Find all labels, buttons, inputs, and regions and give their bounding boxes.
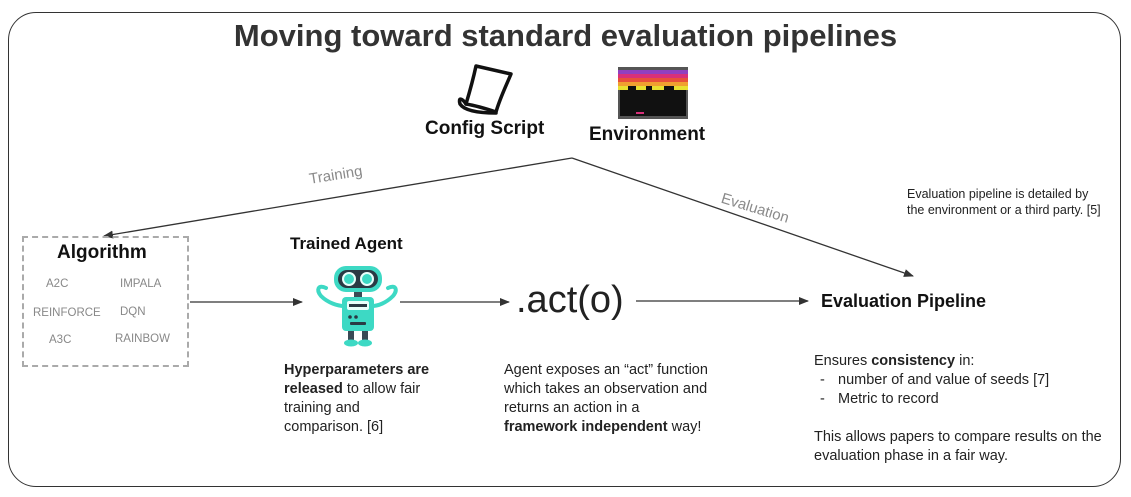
- evaluation-pipeline-label: Evaluation Pipeline: [821, 291, 987, 311]
- agent-desc-bold: framework independent: [504, 419, 668, 435]
- ensures-heading: Ensures consistency in:: [814, 352, 1114, 371]
- algorithm-title: Algorithm: [57, 242, 147, 263]
- algorithm-item: DQN: [120, 306, 146, 318]
- agent-desc-part1: Agent exposes an “act” function which ta…: [504, 362, 708, 416]
- bullet-dash: -: [820, 372, 825, 388]
- evaluation-note: Evaluation pipeline is detailed by the e…: [907, 187, 1101, 217]
- list-item: -number of and value of seeds [7]: [814, 371, 1114, 390]
- algorithm-item: A2C: [46, 278, 69, 290]
- environment-label: Environment: [589, 124, 706, 145]
- agent-desc-part2: way!: [667, 419, 702, 435]
- training-arrow: [103, 157, 573, 239]
- hyperparameters-rest: to allow fair training and comparison. […: [284, 381, 421, 435]
- hyperparameters-note: Hyperparameters are released to allow fa…: [284, 361, 434, 437]
- algorithm-item: RAINBOW: [115, 333, 170, 345]
- atari-game-icon: [618, 67, 688, 119]
- page-title: Moving toward standard evaluation pipeli…: [233, 18, 898, 53]
- consistency-note: Ensures consistency in: -number of and v…: [814, 352, 1114, 466]
- ensures-suffix: in:: [955, 353, 975, 369]
- ensures-item-text: number of and value of seeds [7]: [838, 372, 1050, 388]
- algorithm-item: REINFORCE: [33, 307, 101, 319]
- algorithm-item: IMPALA: [120, 278, 162, 290]
- ensures-item-text: Metric to record: [838, 391, 939, 407]
- trained-agent-label: Trained Agent: [290, 234, 403, 253]
- scroll-icon: [457, 64, 513, 115]
- ensures-bold: consistency: [871, 353, 956, 369]
- act-function-label: .act(o): [516, 279, 624, 321]
- list-item: -Metric to record: [814, 390, 1114, 409]
- algorithm-item: A3C: [49, 334, 72, 346]
- hyperparameters-bold: Hyperparameters are released: [284, 362, 430, 397]
- robot-icon: [316, 266, 398, 347]
- slide-frame: [8, 12, 1121, 487]
- evaluation-arrow: [571, 157, 914, 277]
- agent-description: Agent exposes an “act” function which ta…: [504, 361, 714, 437]
- algorithm-box: [22, 236, 189, 367]
- ensures-prefix: Ensures: [814, 353, 872, 369]
- bullet-dash: -: [820, 391, 825, 407]
- fair-comparison-note: This allows papers to compare results on…: [814, 429, 1102, 464]
- config-script-label: Config Script: [425, 118, 545, 139]
- ensures-list: -number of and value of seeds [7] -Metri…: [814, 371, 1114, 409]
